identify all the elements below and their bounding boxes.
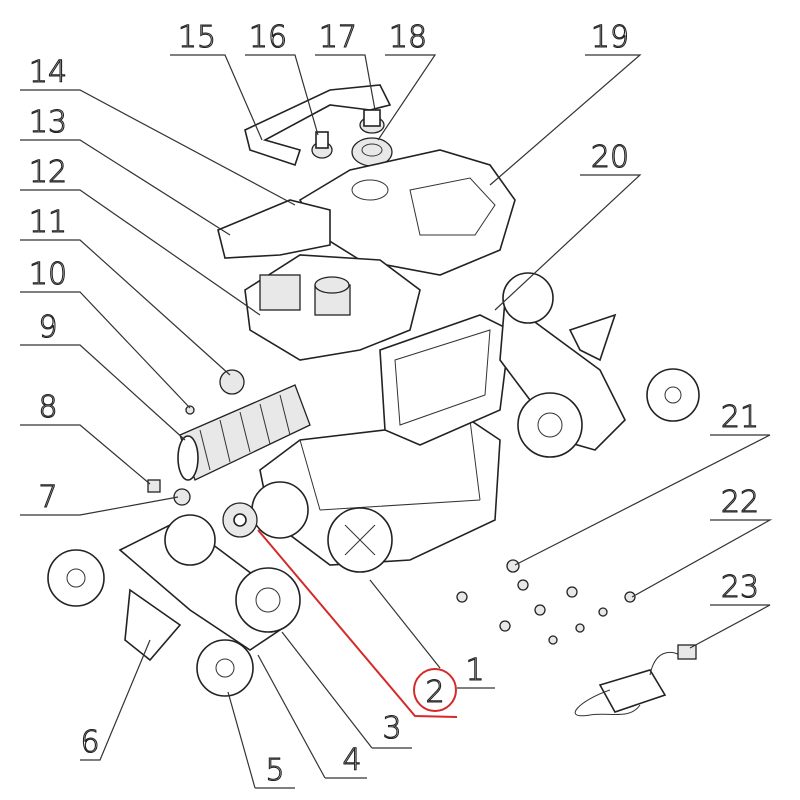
- part-side-cover: [217, 199, 331, 259]
- part-frame: [379, 314, 511, 446]
- label-11: 11: [29, 205, 67, 240]
- label-1: 1: [465, 653, 484, 688]
- label-4: 4: [342, 743, 361, 778]
- label-14: 14: [29, 55, 67, 90]
- part-fasteners: [456, 559, 636, 645]
- label-22: 22: [721, 485, 759, 520]
- highlight-marker: [257, 529, 458, 718]
- label-9: 9: [38, 310, 57, 345]
- leader-lines: [20, 54, 773, 789]
- part-right-track: [499, 272, 700, 458]
- label-20: 20: [591, 140, 629, 175]
- label-7: 7: [38, 480, 57, 515]
- label-19: 19: [591, 20, 629, 55]
- part-knob-17: [359, 109, 385, 134]
- part-top-cover: [298, 149, 516, 276]
- part-knob-16: [311, 131, 333, 159]
- label-5: 5: [265, 753, 284, 788]
- label-2: 2: [425, 675, 444, 710]
- label-8: 8: [38, 390, 57, 425]
- label-15: 15: [178, 20, 216, 55]
- part-power-adapter: [574, 644, 697, 717]
- label-13: 13: [29, 105, 67, 140]
- part-screw-10: [185, 405, 195, 415]
- label-12: 12: [29, 155, 67, 190]
- label-10: 10: [29, 257, 67, 292]
- part-gear-2: [222, 502, 258, 538]
- label-23: 23: [721, 570, 759, 605]
- label-6: 6: [80, 725, 99, 760]
- part-brush-roller: [177, 384, 311, 481]
- label-21: 21: [721, 400, 759, 435]
- part-chassis: [251, 419, 501, 573]
- part-gear-11: [219, 369, 245, 395]
- part-handle: [244, 84, 392, 167]
- part-gear-7: [173, 488, 191, 506]
- label-16: 16: [249, 20, 287, 55]
- label-3: 3: [382, 711, 401, 746]
- label-17: 17: [319, 20, 357, 55]
- part-cap-8: [147, 479, 161, 493]
- label-18: 18: [389, 20, 427, 55]
- part-left-track: [47, 514, 301, 697]
